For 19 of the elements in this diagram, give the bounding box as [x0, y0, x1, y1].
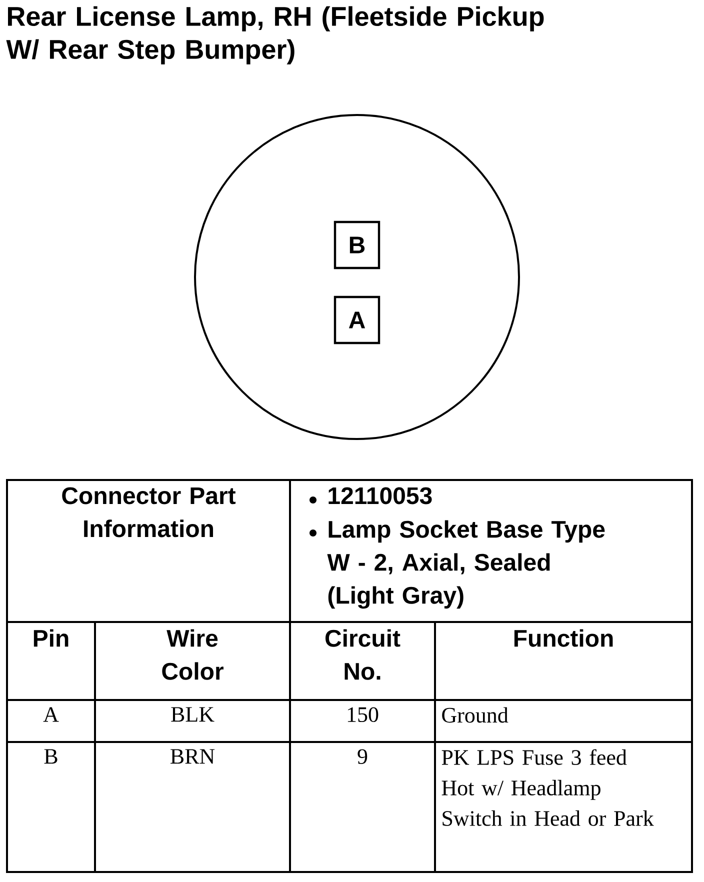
cell-text: BLK — [171, 707, 214, 722]
cell-text: A — [43, 707, 59, 722]
bullet-item: 12110053 — [310, 487, 432, 504]
header-text: Function — [514, 629, 613, 647]
pin-box: A — [334, 296, 380, 344]
title: Rear License Lamp, RH (Fleetside Pickup W/ Rear Step Bumper) — [6, 6, 544, 64]
bullet-item: Lamp Socket Base Type W - 2, Axial, Sealed (Light Gray) — [310, 520, 605, 609]
cell-text: PK LPS Fuse 3 feed Hot w/ Headlamp Switch in Head or Park — [442, 749, 654, 826]
cell-text: BRN — [170, 749, 215, 764]
header-text: Connector Part Information — [62, 487, 236, 538]
cell-text: B — [44, 749, 58, 764]
header-text: Pin — [34, 629, 68, 647]
cell-text: 9 — [358, 749, 368, 764]
connector-face — [194, 114, 520, 440]
cell-text: 150 — [348, 707, 378, 722]
header-text: Circuit No. — [326, 629, 400, 680]
cell-text: Ground — [442, 707, 508, 723]
pin-box: B — [334, 220, 380, 270]
header-text: Wire Color — [162, 629, 224, 680]
